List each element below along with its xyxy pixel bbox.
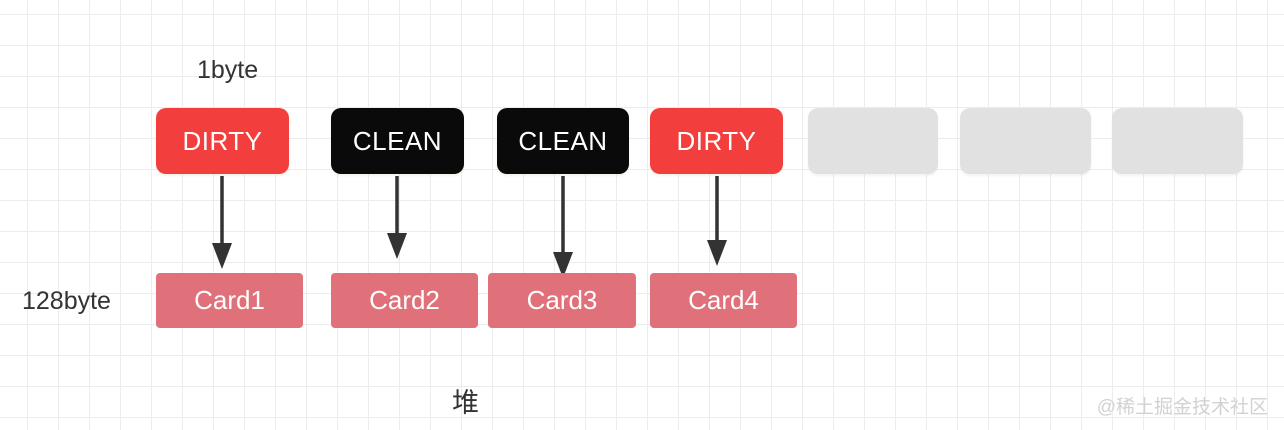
state-box-clean-1: CLEAN [331,108,464,174]
arrow-down-icon [553,176,573,278]
state-box-empty-1 [808,108,938,174]
card-box-3: Card3 [488,273,636,328]
card-box-2: Card2 [331,273,478,328]
watermark-text: @稀土掘金技术社区 [1096,397,1268,418]
state-box-clean-2: CLEAN [497,108,629,174]
byte-size-label-top: 1byte [197,56,259,84]
arrow-down-icon [387,176,407,259]
state-box-empty-2 [960,108,1091,174]
byte-size-label-left: 128byte [22,287,111,315]
state-box-empty-3 [1112,108,1243,174]
state-box-dirty-1: DIRTY [156,108,289,174]
heap-label: 堆 [452,388,479,418]
arrow-down-icon [212,176,232,269]
card-box-4: Card4 [650,273,797,328]
arrow-down-icon [707,176,727,266]
state-box-dirty-2: DIRTY [650,108,783,174]
card-box-1: Card1 [156,273,303,328]
